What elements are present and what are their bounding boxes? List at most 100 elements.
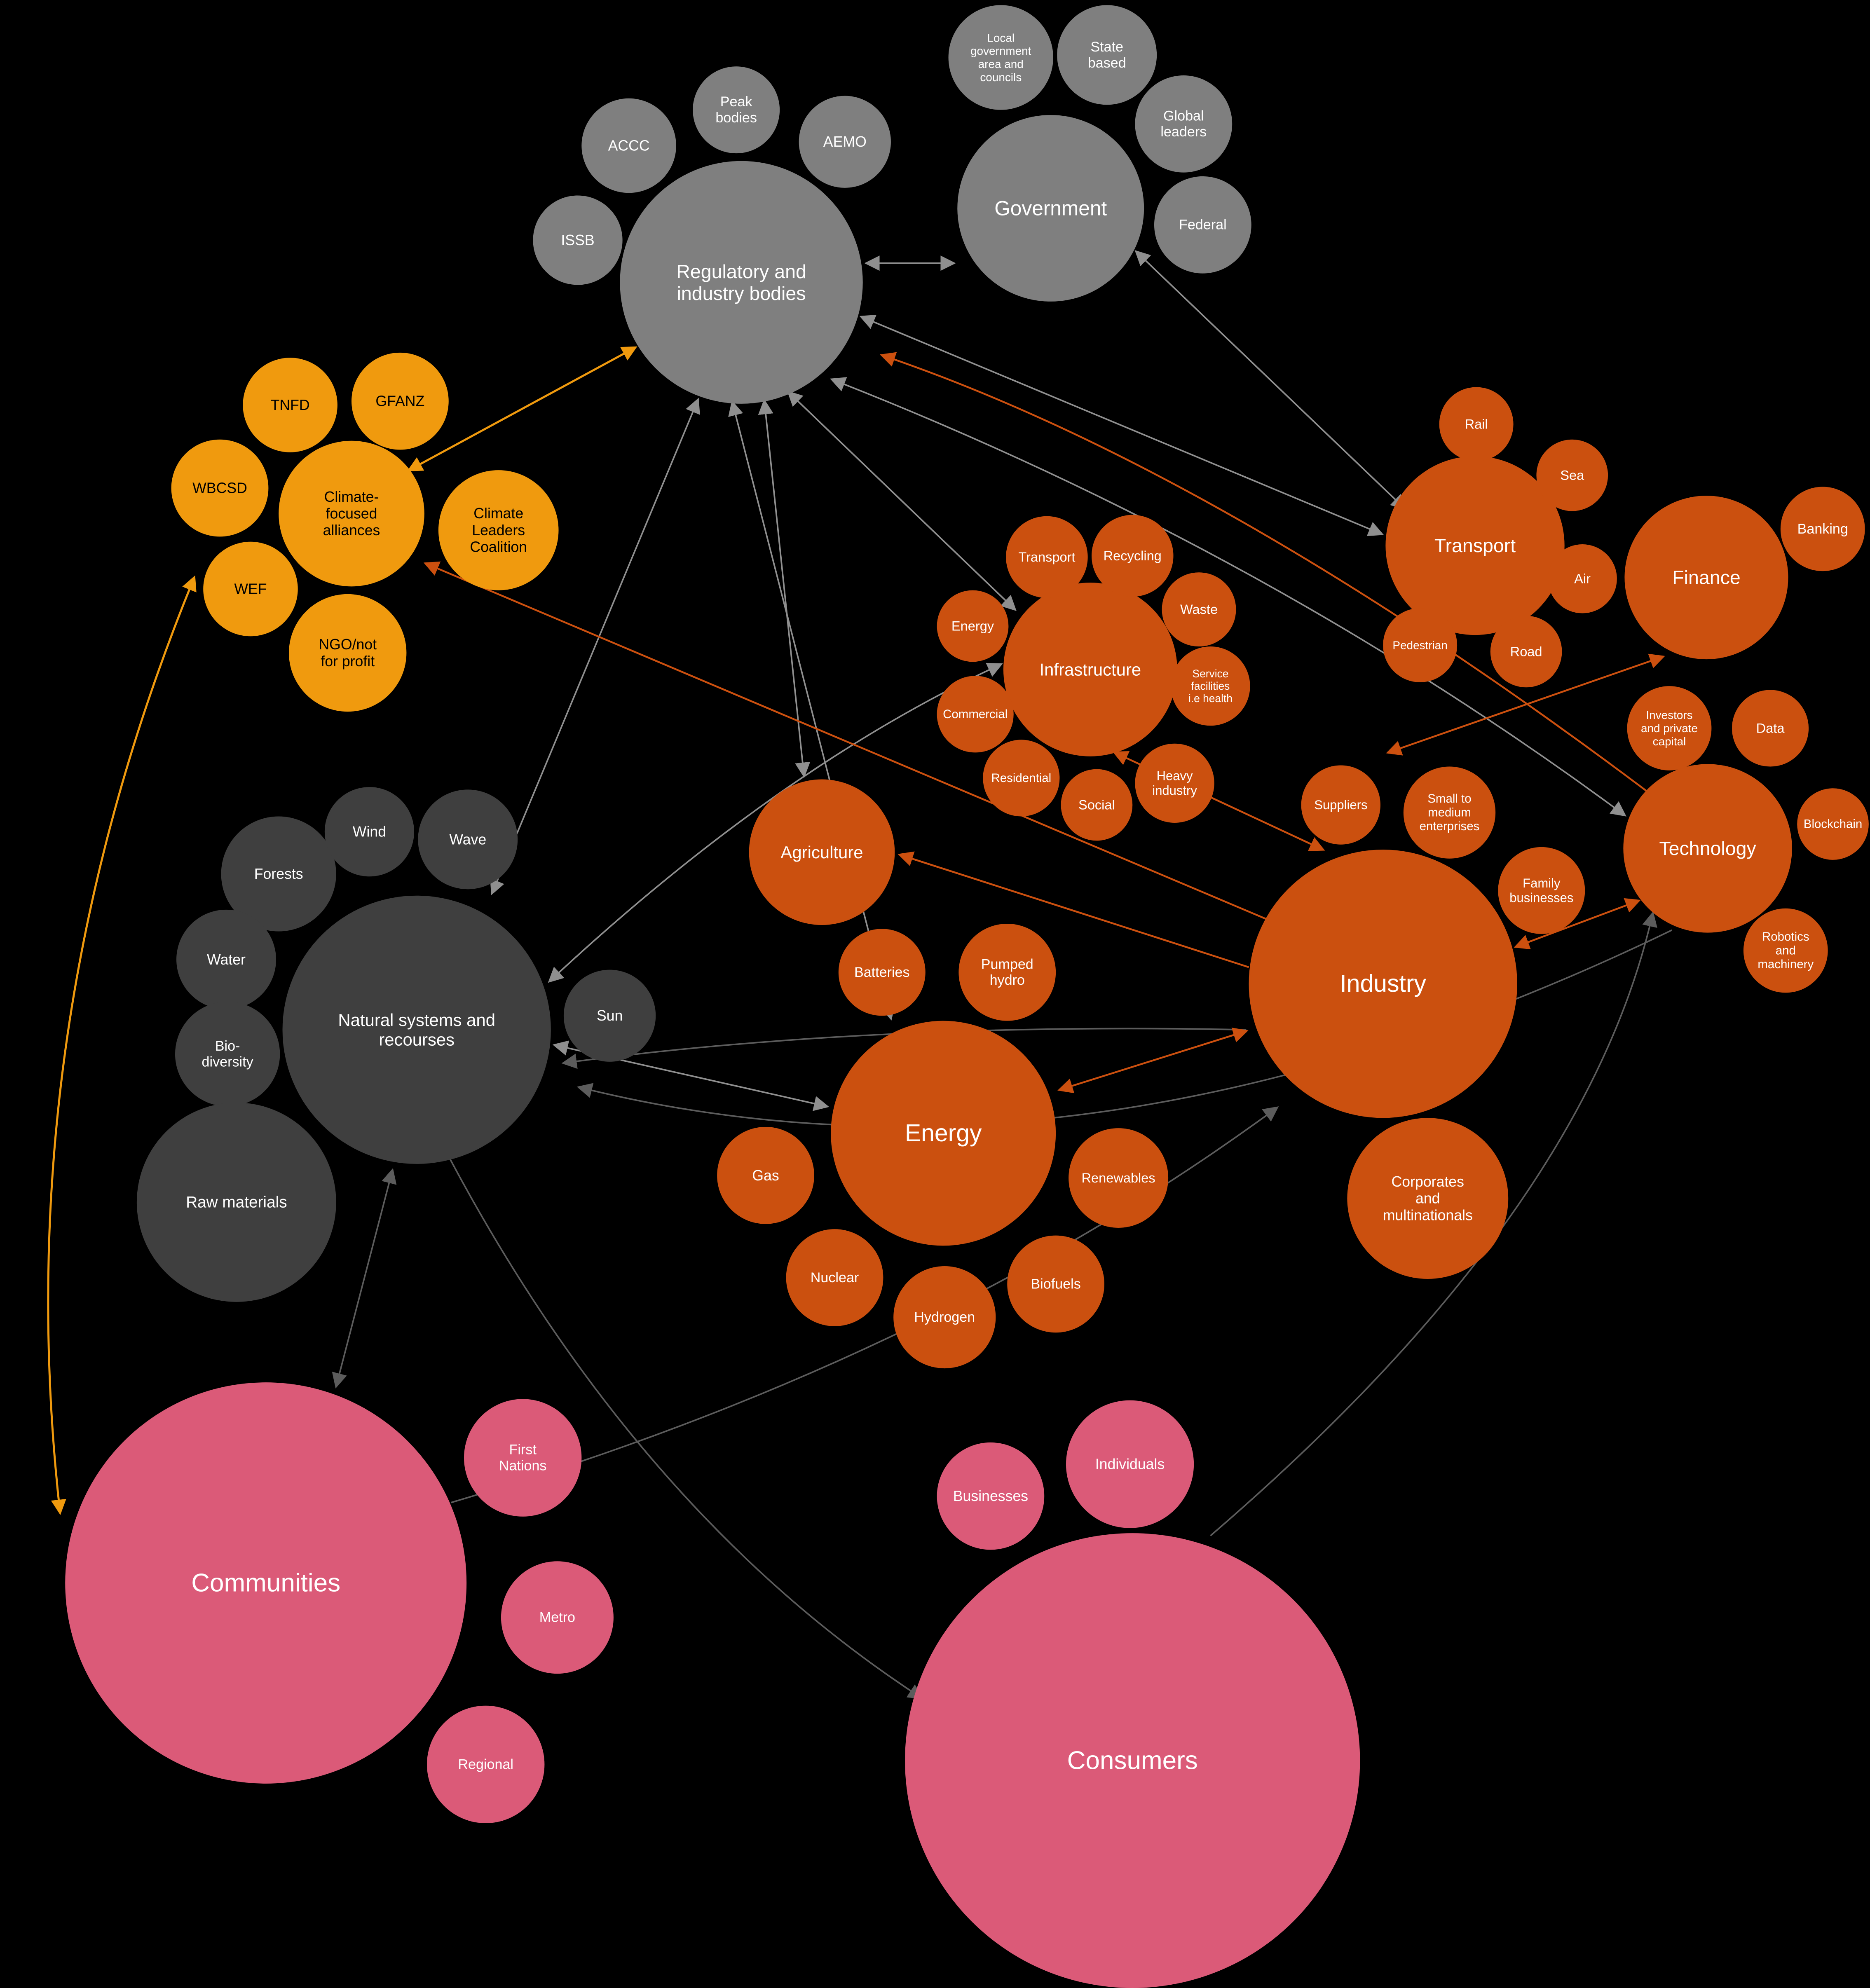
bubble-infrastructure-service-facilities-i-e-health bbox=[1171, 646, 1250, 726]
bubble-infrastructure-social bbox=[1061, 769, 1133, 841]
bubble-group-natural-systems-wind: Wind bbox=[324, 787, 414, 877]
bubble-group-infrastructure-social: Social bbox=[1061, 769, 1133, 841]
bubble-group-regulatory-aemo: AEMO bbox=[799, 96, 891, 188]
bubble-group-infrastructure-waste: Waste bbox=[1162, 572, 1236, 647]
bubble-natural-systems-water bbox=[176, 909, 276, 1009]
bubble-agriculture-hub bbox=[749, 779, 895, 925]
bubble-transport-sea bbox=[1536, 439, 1608, 511]
bubble-group-infrastructure-hub: Infrastructure bbox=[1003, 583, 1177, 756]
bubble-group-infrastructure-commercial: Commercial bbox=[937, 676, 1014, 753]
bubble-energy-hydrogen bbox=[893, 1266, 996, 1369]
bubble-group-industry-hub: Industry bbox=[1249, 850, 1517, 1118]
edge-climate-alliances-communities bbox=[47, 575, 197, 1515]
bubble-infrastructure-energy bbox=[937, 590, 1009, 662]
bubble-industry-small-to-medium-enterprises bbox=[1403, 766, 1496, 859]
bubble-climate-alliances-hub bbox=[279, 440, 424, 587]
bubble-transport-pedestrian bbox=[1383, 608, 1458, 682]
bubble-natural-systems-raw-materials bbox=[136, 1103, 336, 1302]
bubble-group-natural-systems-raw-materials: Raw materials bbox=[136, 1103, 336, 1302]
bubble-group-energy-hub: Energy bbox=[831, 1021, 1056, 1246]
bubble-industry-hub bbox=[1249, 850, 1517, 1118]
bubble-group-natural-systems-water: Water bbox=[176, 909, 276, 1009]
edge-industry-climate-alliances bbox=[423, 561, 1275, 923]
bubble-climate-alliances-gfanz bbox=[352, 352, 449, 450]
bubble-transport-hub bbox=[1385, 456, 1565, 635]
bubble-transport-air bbox=[1548, 544, 1617, 613]
bubble-group-natural-systems-bio-diversity: Bio-diversity bbox=[175, 1002, 280, 1107]
bubble-technology-blockchain bbox=[1797, 788, 1869, 860]
bubble-infrastructure-waste bbox=[1162, 572, 1236, 647]
bubble-technology-robotics-and-machinery bbox=[1743, 908, 1828, 993]
bubble-climate-alliances-tnfd bbox=[243, 358, 337, 452]
edge-climate-alliances-regulatory bbox=[407, 346, 637, 471]
bubble-natural-systems-bio-diversity bbox=[175, 1002, 280, 1107]
edge-natural-systems-consumers bbox=[449, 1158, 924, 1700]
bubble-group-energy-gas: Gas bbox=[717, 1126, 814, 1224]
bubble-group-industry-suppliers: Suppliers bbox=[1301, 765, 1380, 845]
bubble-consumers-hub bbox=[905, 1533, 1360, 1988]
edge-regulatory-transport bbox=[859, 315, 1384, 536]
bubble-group-technology-hub: Technology bbox=[1623, 764, 1792, 933]
bubble-natural-systems-sun bbox=[563, 969, 656, 1062]
bubble-consumers-businesses bbox=[937, 1442, 1045, 1550]
bubble-regulatory-issb bbox=[533, 195, 623, 285]
bubble-energy-biofuels bbox=[1007, 1235, 1104, 1333]
bubble-group-infrastructure-recycling: Recycling bbox=[1091, 515, 1174, 597]
bubble-industry-suppliers bbox=[1301, 765, 1380, 845]
bubble-energy-nuclear bbox=[786, 1229, 883, 1326]
edge-industry-technology bbox=[1514, 898, 1641, 950]
bubble-group-infrastructure-transport: Transport bbox=[1006, 516, 1088, 598]
bubble-climate-alliances-wef bbox=[203, 541, 298, 637]
bubble-group-infrastructure-residential: Residential bbox=[983, 740, 1060, 817]
bubble-group-finance-banking: Banking bbox=[1780, 487, 1865, 571]
bubble-technology-data bbox=[1732, 690, 1809, 767]
bubble-group-technology-blockchain: Blockchain bbox=[1797, 788, 1869, 860]
bubble-communities-regional bbox=[427, 1705, 545, 1823]
bubble-natural-systems-wind bbox=[324, 787, 414, 877]
bubble-group-transport-rail: Rail bbox=[1439, 387, 1514, 461]
edge-industry-agriculture bbox=[898, 851, 1249, 968]
bubble-group-energy-renewables: Renewables bbox=[1069, 1128, 1169, 1228]
bubble-energy-renewables bbox=[1069, 1128, 1169, 1228]
bubble-group-climate-alliances-tnfd: TNFD bbox=[243, 358, 337, 452]
edge-government-transport bbox=[1134, 250, 1406, 510]
bubble-group-communities-hub: Communities bbox=[65, 1382, 467, 1784]
bubble-government-federal bbox=[1154, 176, 1251, 274]
edge-regulatory-natural-systems bbox=[490, 398, 700, 895]
bubble-group-consumers-businesses: Businesses bbox=[937, 1442, 1045, 1550]
bubble-government-state-based bbox=[1057, 5, 1157, 105]
bubble-group-energy-hydrogen: Hydrogen bbox=[893, 1266, 996, 1369]
bubble-group-climate-alliances-wef: WEF bbox=[203, 541, 298, 637]
bubble-natural-systems-hub bbox=[282, 895, 551, 1164]
bubble-climate-alliances-wbcsd bbox=[171, 439, 269, 537]
bubble-communities-first-nations bbox=[464, 1399, 582, 1517]
bubble-climate-alliances-climate-leaders-coalition bbox=[438, 470, 559, 590]
edge-communities-natural-systems bbox=[332, 1168, 397, 1389]
bubble-energy-batteries bbox=[838, 929, 926, 1016]
bubble-group-energy-biofuels: Biofuels bbox=[1007, 1235, 1104, 1333]
bubble-government-global-leaders bbox=[1135, 75, 1233, 173]
bubble-natural-systems-wave bbox=[418, 789, 518, 890]
bubble-group-climate-alliances-gfanz: GFANZ bbox=[352, 352, 449, 450]
bubble-government-hub bbox=[957, 115, 1144, 302]
bubble-group-transport-pedestrian: Pedestrian bbox=[1383, 608, 1458, 682]
bubble-finance-hub bbox=[1624, 496, 1788, 660]
bubble-communities-hub bbox=[65, 1382, 467, 1784]
bubble-group-energy-batteries: Batteries bbox=[838, 929, 926, 1016]
edge-finance-industry bbox=[1386, 653, 1665, 756]
bubble-technology-hub bbox=[1623, 764, 1792, 933]
bubble-infrastructure-commercial bbox=[937, 676, 1014, 753]
bubble-infrastructure-recycling bbox=[1091, 515, 1174, 597]
bubble-group-infrastructure-energy: Energy bbox=[937, 590, 1009, 662]
